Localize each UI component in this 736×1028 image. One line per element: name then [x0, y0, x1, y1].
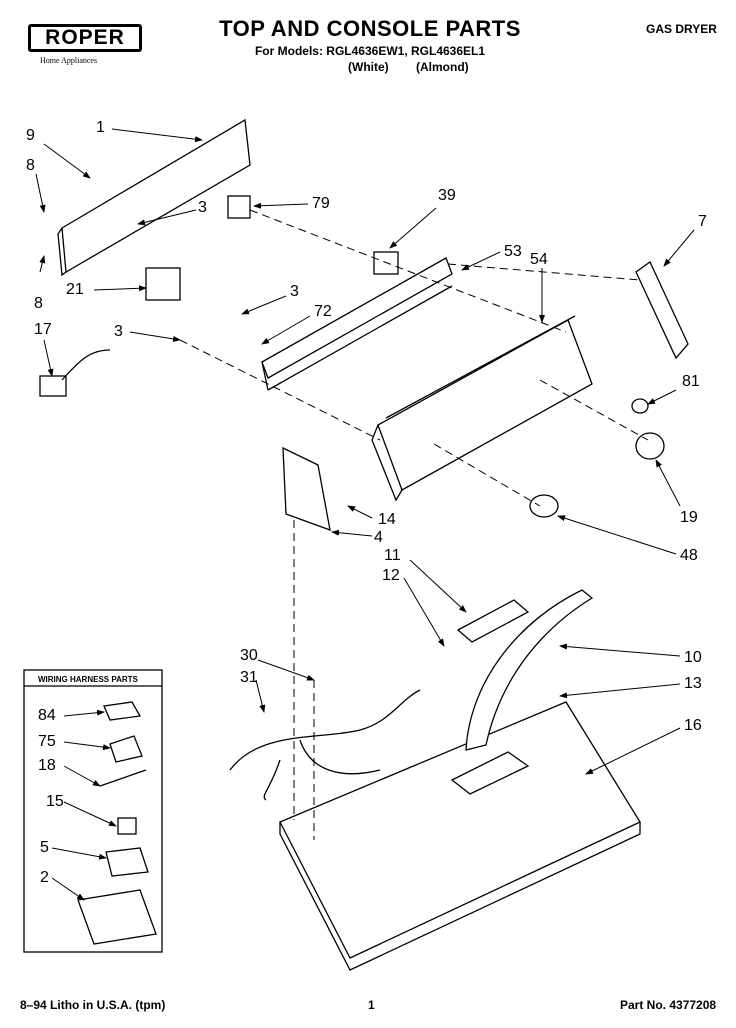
knob-medium — [635, 432, 665, 460]
label-part-18: 18 — [38, 757, 56, 774]
variant-almond: (Almond) — [416, 60, 469, 74]
switch — [227, 195, 251, 219]
lint-opening — [450, 751, 530, 795]
label-part-4: 4 — [374, 529, 383, 546]
page-title: TOP AND CONSOLE PARTS — [219, 16, 521, 41]
label-part-21: 21 — [66, 281, 84, 298]
label-part-13: 13 — [684, 675, 702, 692]
brand-subtitle: Home Appliances — [40, 56, 98, 65]
label-part-12: 12 — [382, 567, 400, 584]
label-part-15: 15 — [46, 793, 64, 810]
harness-part-84 — [103, 701, 142, 721]
harness-part-2 — [77, 889, 157, 945]
knob-small — [631, 398, 649, 414]
label-part-7: 7 — [698, 213, 707, 230]
label-part-19: 19 — [680, 509, 698, 526]
variant-white: (White) — [348, 60, 389, 74]
label-part-2: 2 — [40, 869, 49, 886]
roper-logo: ROPER — [28, 24, 142, 52]
label-part-84: 84 — [38, 707, 56, 724]
harness-part-18 — [99, 769, 147, 787]
harness-part-15 — [117, 817, 137, 835]
label-part-5: 5 — [40, 839, 49, 856]
console-panel — [377, 319, 593, 491]
label-part-10: 10 — [684, 649, 702, 666]
label-part-11: 11 — [384, 547, 401, 564]
models-line: For Models: RGL4636EW1, RGL4636EL1 — [254, 44, 486, 58]
inset-title: WIRING HARNESS PARTS — [38, 675, 138, 684]
label-part-3: 3 — [198, 199, 207, 216]
harness-part-5 — [105, 847, 149, 877]
knob-large — [529, 494, 559, 518]
label-part-16: 16 — [684, 717, 702, 734]
footer-part-number: Part No. 4377208 — [620, 998, 717, 1012]
wiring-harness — [229, 689, 421, 801]
control-cover — [465, 589, 594, 751]
console-back-panel — [61, 118, 251, 274]
control-bracket — [261, 257, 453, 379]
label-part-79: 79 — [312, 195, 330, 212]
label-part-53: 53 — [504, 243, 522, 260]
wiring-harness-inset — [23, 669, 163, 953]
label-part-75: 75 — [38, 733, 56, 750]
timer — [145, 267, 181, 301]
product-type: GAS DRYER — [646, 22, 717, 36]
label-part-14: 14 — [378, 511, 396, 528]
label-part-81: 81 — [682, 373, 700, 390]
harness-part-75 — [109, 735, 143, 763]
label-part-8-lower: 8 — [34, 295, 43, 312]
label-part-17: 17 — [34, 321, 52, 338]
label-part-3-mid: 3 — [290, 283, 299, 300]
label-part-72: 72 — [314, 303, 332, 320]
label-part-8: 8 — [26, 157, 35, 174]
label-part-31: 31 — [240, 669, 258, 686]
footer-litho: 8–94 Litho in U.S.A. (tpm) — [20, 998, 166, 1012]
label-part-1: 1 — [96, 119, 105, 136]
label-part-39: 39 — [438, 187, 456, 204]
label-part-3-left: 3 — [114, 323, 123, 340]
dryer-top — [279, 701, 641, 959]
label-part-54: 54 — [530, 251, 548, 268]
console-end-cap-left — [282, 446, 331, 531]
label-part-48: 48 — [680, 547, 698, 564]
label-part-30: 30 — [240, 647, 258, 664]
console-end-cap — [635, 261, 689, 360]
label-part-9: 9 — [26, 127, 35, 144]
lint-screen-panel — [456, 599, 530, 643]
footer-page-number: 1 — [368, 998, 375, 1012]
